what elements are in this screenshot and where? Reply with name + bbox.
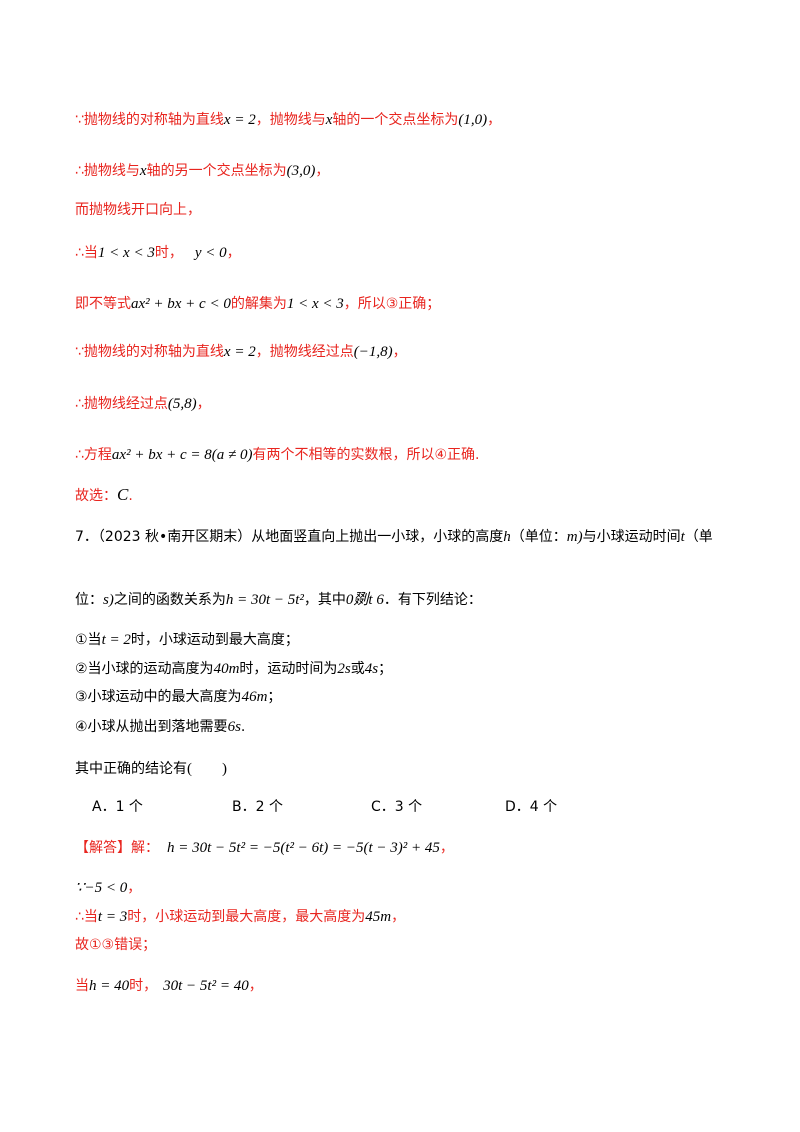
- statement-2: ②当小球的运动高度为40m时，运动时间为2s或4s；: [75, 661, 393, 677]
- statement-1: ①当t = 2时，小球运动到最大高度；: [75, 632, 299, 648]
- solution-line-8: ∴方程ax² + bx + c = 8(a ≠ 0)有两个不相等的实数根，所以④…: [75, 447, 480, 463]
- solution-line-9: 故选：C.: [75, 485, 133, 504]
- question-7-line-2: 位：s)之间的函数关系为h = 30t − 5t²，其中0剟t 6．有下列结论：: [75, 592, 482, 608]
- answer-line-2: ∵−5 < 0，: [75, 880, 142, 896]
- choice-d[interactable]: D．4 个: [505, 799, 558, 815]
- statement-4: ④小球从抛出到落地需要6s.: [75, 719, 246, 735]
- answer-line-5: 当h = 40时，30t − 5t² = 40，: [75, 978, 263, 994]
- solution-line-7: ∴抛物线经过点(5,8)，: [75, 396, 211, 412]
- solution-line-3: 而抛物线开口向上，: [75, 202, 201, 218]
- answer-line-3: ∴当t = 3时，小球运动到最大高度，最大高度为45m，: [75, 909, 406, 925]
- solution-line-5: 即不等式ax² + bx + c < 0的解集为1 < x < 3，所以③正确；: [75, 296, 441, 312]
- choice-a[interactable]: A．1 个: [92, 799, 143, 815]
- solution-line-6: ∵抛物线的对称轴为直线x = 2，抛物线经过点(−1,8)，: [75, 344, 407, 360]
- answer-tag: 【解答】: [75, 840, 131, 856]
- solution-line-1: ∵抛物线的对称轴为直线x = 2，抛物线与x轴的一个交点坐标为(1,0)，: [75, 112, 502, 128]
- choice-c[interactable]: C．3 个: [371, 799, 423, 815]
- statement-3: ③小球运动中的最大高度为46m；: [75, 689, 282, 705]
- solution-line-2: ∴抛物线与x轴的另一个交点坐标为(3,0)，: [75, 163, 330, 179]
- solution-line-4: ∴当1 < x < 3时，y < 0，: [75, 245, 241, 261]
- question-7-ask: 其中正确的结论有( ): [75, 761, 227, 777]
- answer-line-1: 【解答】解：h = 30t − 5t² = −5(t² − 6t) = −5(t…: [75, 840, 454, 856]
- choice-b[interactable]: B．2 个: [232, 799, 283, 815]
- question-7-line-1: 7．（2023 秋•南开区期末）从地面竖直向上抛出一小球，小球的高度h（单位：m…: [75, 529, 713, 545]
- answer-line-4: 故①③错误；: [75, 937, 157, 953]
